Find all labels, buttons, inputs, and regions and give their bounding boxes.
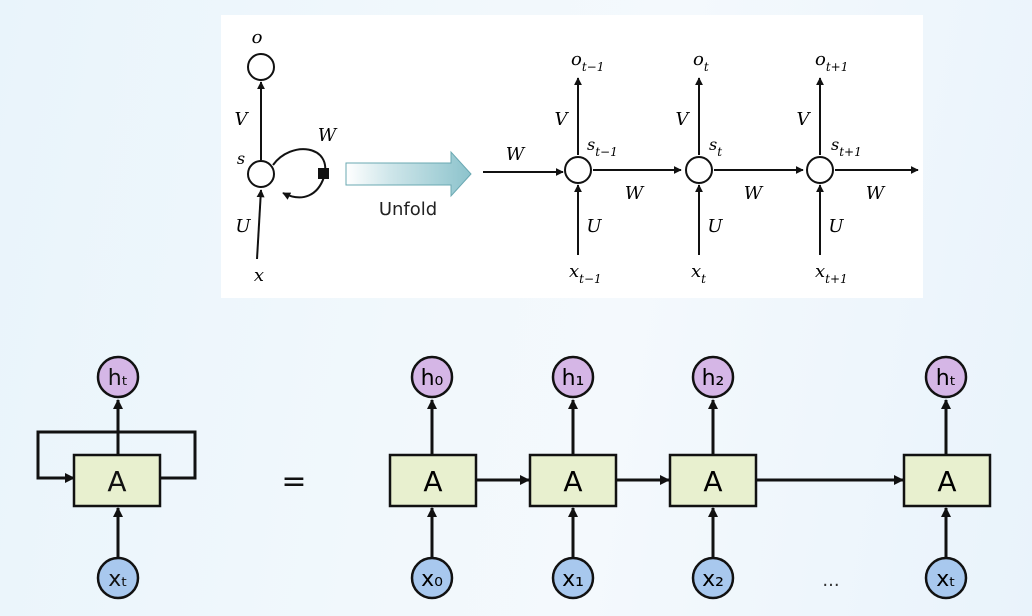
cell-A-label-folded: A [107,465,126,498]
unfold-label: Unfold [379,199,437,220]
label-W-1: W [625,183,645,204]
state-node-tm1 [564,156,592,184]
rnn-unfold-svg: o V s W U x Unfold W ot−1 [235,27,919,286]
state-node-tp1 [806,156,834,184]
label-U: U [235,216,251,237]
x-label-2: x₂ [702,567,724,592]
label-V-tm1: V [555,109,570,130]
h-node-0 [410,355,454,399]
label-W-2: W [744,183,764,204]
h-label-t: hₜ [936,366,956,391]
x-label-folded: xₜ [108,567,128,592]
label-o: o [252,27,263,48]
output-node [247,53,275,81]
unfold-arrow-shape [345,150,472,198]
h-node-t [924,355,968,399]
loop-right [118,430,197,480]
cell-A-label-0: A [423,465,442,498]
label-U-tm1: U [586,216,602,237]
label-W: W [318,125,338,146]
x-node-t [924,556,968,600]
label-o-tp1: ot+1 [815,49,848,74]
step-t-minus-1: ot−1 V st−1 U xt−1 [555,49,618,286]
unfold-arrow: Unfold [345,150,472,220]
h-label-1: h₁ [562,366,585,391]
cell-A-2 [668,453,758,508]
label-x-t: xt [691,261,706,286]
label-x-tm1: xt−1 [569,261,602,286]
unrolled-cell-2: h₂ A x₂ [668,355,758,600]
label-x-tp1: xt+1 [815,261,848,286]
step-t: ot V st U xt [676,49,724,286]
label-s: s [237,149,245,168]
h-label-0: h₀ [421,366,444,391]
h-node-1 [551,355,595,399]
x-node-2 [691,556,735,600]
label-s-tp1: st+1 [831,135,862,159]
ellipsis: ... [822,570,839,591]
x-node-1 [551,556,595,600]
unrolled-rnn: W ot−1 V st−1 U xt−1 W ot V st [483,49,919,286]
folded-rnn: o V s W U x [235,27,338,286]
u-arrow [256,189,265,260]
label-U-t: U [707,216,723,237]
folded-cell-group: hₜ A xₜ [36,355,197,600]
x-node-folded [96,556,140,600]
cell-A-0 [388,453,478,508]
cell-A-label-t: A [937,465,956,498]
x-node-0 [410,556,454,600]
h-label-folded: hₜ [108,366,128,391]
state-node-t [685,156,713,184]
x-label-0: x₀ [421,567,443,592]
cell-A-1 [528,453,618,508]
x-label-1: x₁ [562,567,584,592]
label-V-t: V [676,109,691,130]
label-V: V [235,109,250,130]
unrolled-cell-1: h₁ A x₁ [528,355,618,600]
step-t-plus-1: ot+1 V st+1 U xt+1 [797,49,862,286]
delay-square [318,168,329,179]
label-s-t: st [709,135,722,159]
label-x: x [254,265,264,286]
cell-A-label-1: A [563,465,582,498]
label-o-tm1: ot−1 [571,49,604,74]
h-node-folded [96,355,140,399]
label-s-tm1: st−1 [587,135,618,159]
unrolled-cell-t: hₜ A xₜ [902,355,992,600]
loop-left [36,430,118,483]
cell-A-label-2: A [703,465,722,498]
label-V-tp1: V [797,109,812,130]
cell-A-t [902,453,992,508]
label-o-t: ot [693,49,709,74]
x-label-t: xₜ [936,567,956,592]
unrolled-cell-0: h₀ A x₀ [388,355,478,600]
equals-sign: = [281,464,306,499]
rnn-unfold-diagram: o V s W U x Unfold W ot−1 [221,15,923,298]
label-W-out: W [866,183,886,204]
label-W-in: W [506,144,526,165]
h-node-2 [691,355,735,399]
recurrent-loop [272,148,327,200]
h-label-2: h₂ [702,366,725,391]
cell-A-folded [72,453,162,508]
state-node [247,160,275,188]
label-U-tp1: U [828,216,844,237]
